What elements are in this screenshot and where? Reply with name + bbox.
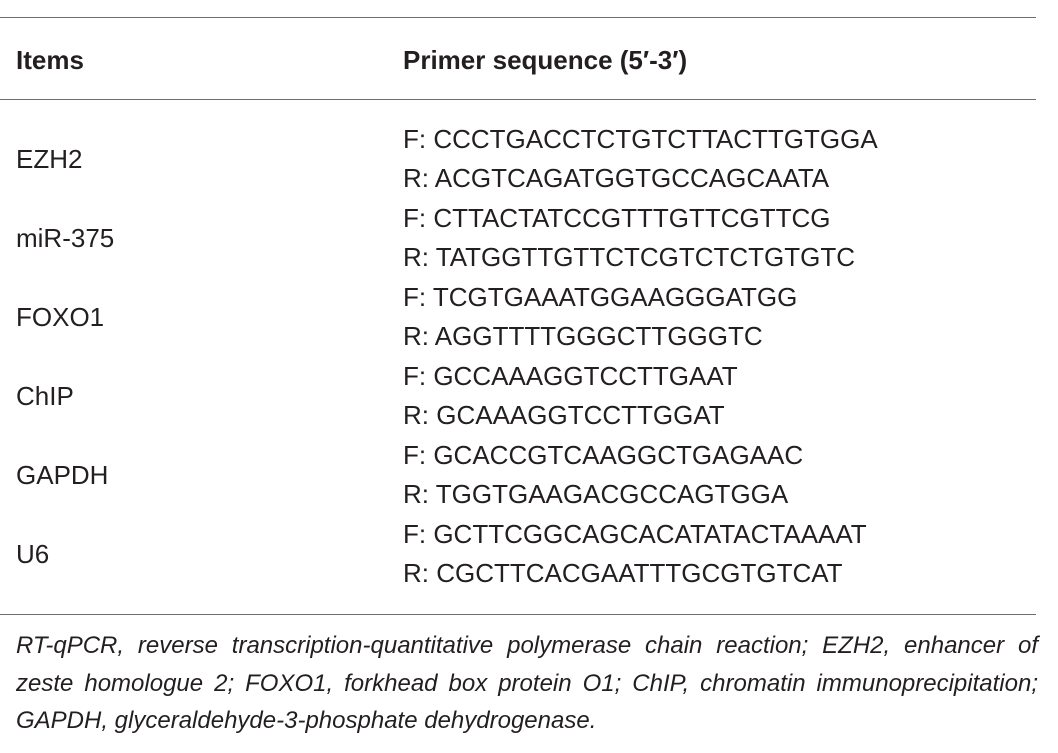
table-row: EZH2 F: CCCTGACCTCTGTCTTACTTGTGGA R: ACG… xyxy=(0,120,1036,199)
table-header-rule xyxy=(0,99,1036,100)
forward-primer: F: GCTTCGGCAGCACATATACTAAAAT xyxy=(403,519,867,549)
header-items: Items xyxy=(16,45,84,75)
reverse-primer: R: TGGTGAAGACGCCAGTGGA xyxy=(403,479,789,509)
table-row: FOXO1 F: TCGTGAAATGGAAGGGATGG R: AGGTTTT… xyxy=(0,278,1036,357)
reverse-primer: R: AGGTTTTGGGCTTGGGTC xyxy=(403,321,763,351)
forward-primer: F: TCGTGAAATGGAAGGGATGG xyxy=(403,282,798,312)
row-item-label: ChIP xyxy=(16,381,74,411)
header-primer-sequence: Primer sequence (5′-3′) xyxy=(403,45,688,75)
row-sequences: F: TCGTGAAATGGAAGGGATGG R: AGGTTTTGGGCTT… xyxy=(403,278,797,356)
row-item-label: FOXO1 xyxy=(16,302,105,332)
row-item-label: miR-375 xyxy=(16,223,115,253)
row-item-label: GAPDH xyxy=(16,460,109,490)
reverse-primer: R: ACGTCAGATGGTGCCAGCAATA xyxy=(403,163,830,193)
forward-primer: F: CTTACTATCCGTTTGTTCGTTCG xyxy=(403,203,831,233)
table-top-rule xyxy=(0,17,1036,18)
reverse-primer: R: TATGGTTGTTCTCGTCTCTGTGTC xyxy=(403,242,856,272)
row-sequences: F: CCCTGACCTCTGTCTTACTTGTGGA R: ACGTCAGA… xyxy=(403,120,878,198)
row-sequences: F: GCACCGTCAAGGCTGAGAAC R: TGGTGAAGACGCC… xyxy=(403,436,803,514)
row-item-label: EZH2 xyxy=(16,144,83,174)
table-bottom-rule xyxy=(0,614,1036,615)
table-row: GAPDH F: GCACCGTCAAGGCTGAGAAC R: TGGTGAA… xyxy=(0,436,1036,515)
table-row: ChIP F: GCCAAAGGTCCTTGAAT R: GCAAAGGTCCT… xyxy=(0,357,1036,436)
row-sequences: F: CTTACTATCCGTTTGTTCGTTCG R: TATGGTTGTT… xyxy=(403,199,855,277)
row-item-label: U6 xyxy=(16,539,50,569)
row-sequences: F: GCCAAAGGTCCTTGAAT R: GCAAAGGTCCTTGGAT xyxy=(403,357,738,435)
row-sequences: F: GCTTCGGCAGCACATATACTAAAAT R: CGCTTCAC… xyxy=(403,515,867,593)
reverse-primer: R: CGCTTCACGAATTTGCGTGTCAT xyxy=(403,558,843,588)
table-header: Items Primer sequence (5′-3′) xyxy=(0,40,1036,80)
table-body: EZH2 F: CCCTGACCTCTGTCTTACTTGTGGA R: ACG… xyxy=(0,120,1036,594)
table-footnote: RT-qPCR, reverse transcription-quantitat… xyxy=(16,632,1038,734)
reverse-primer: R: GCAAAGGTCCTTGGAT xyxy=(403,400,725,430)
forward-primer: F: CCCTGACCTCTGTCTTACTTGTGGA xyxy=(403,124,878,154)
forward-primer: F: GCACCGTCAAGGCTGAGAAC xyxy=(403,440,804,470)
table-row: U6 F: GCTTCGGCAGCACATATACTAAAAT R: CGCTT… xyxy=(0,515,1036,594)
table-row: miR-375 F: CTTACTATCCGTTTGTTCGTTCG R: TA… xyxy=(0,199,1036,278)
forward-primer: F: GCCAAAGGTCCTTGAAT xyxy=(403,361,738,391)
